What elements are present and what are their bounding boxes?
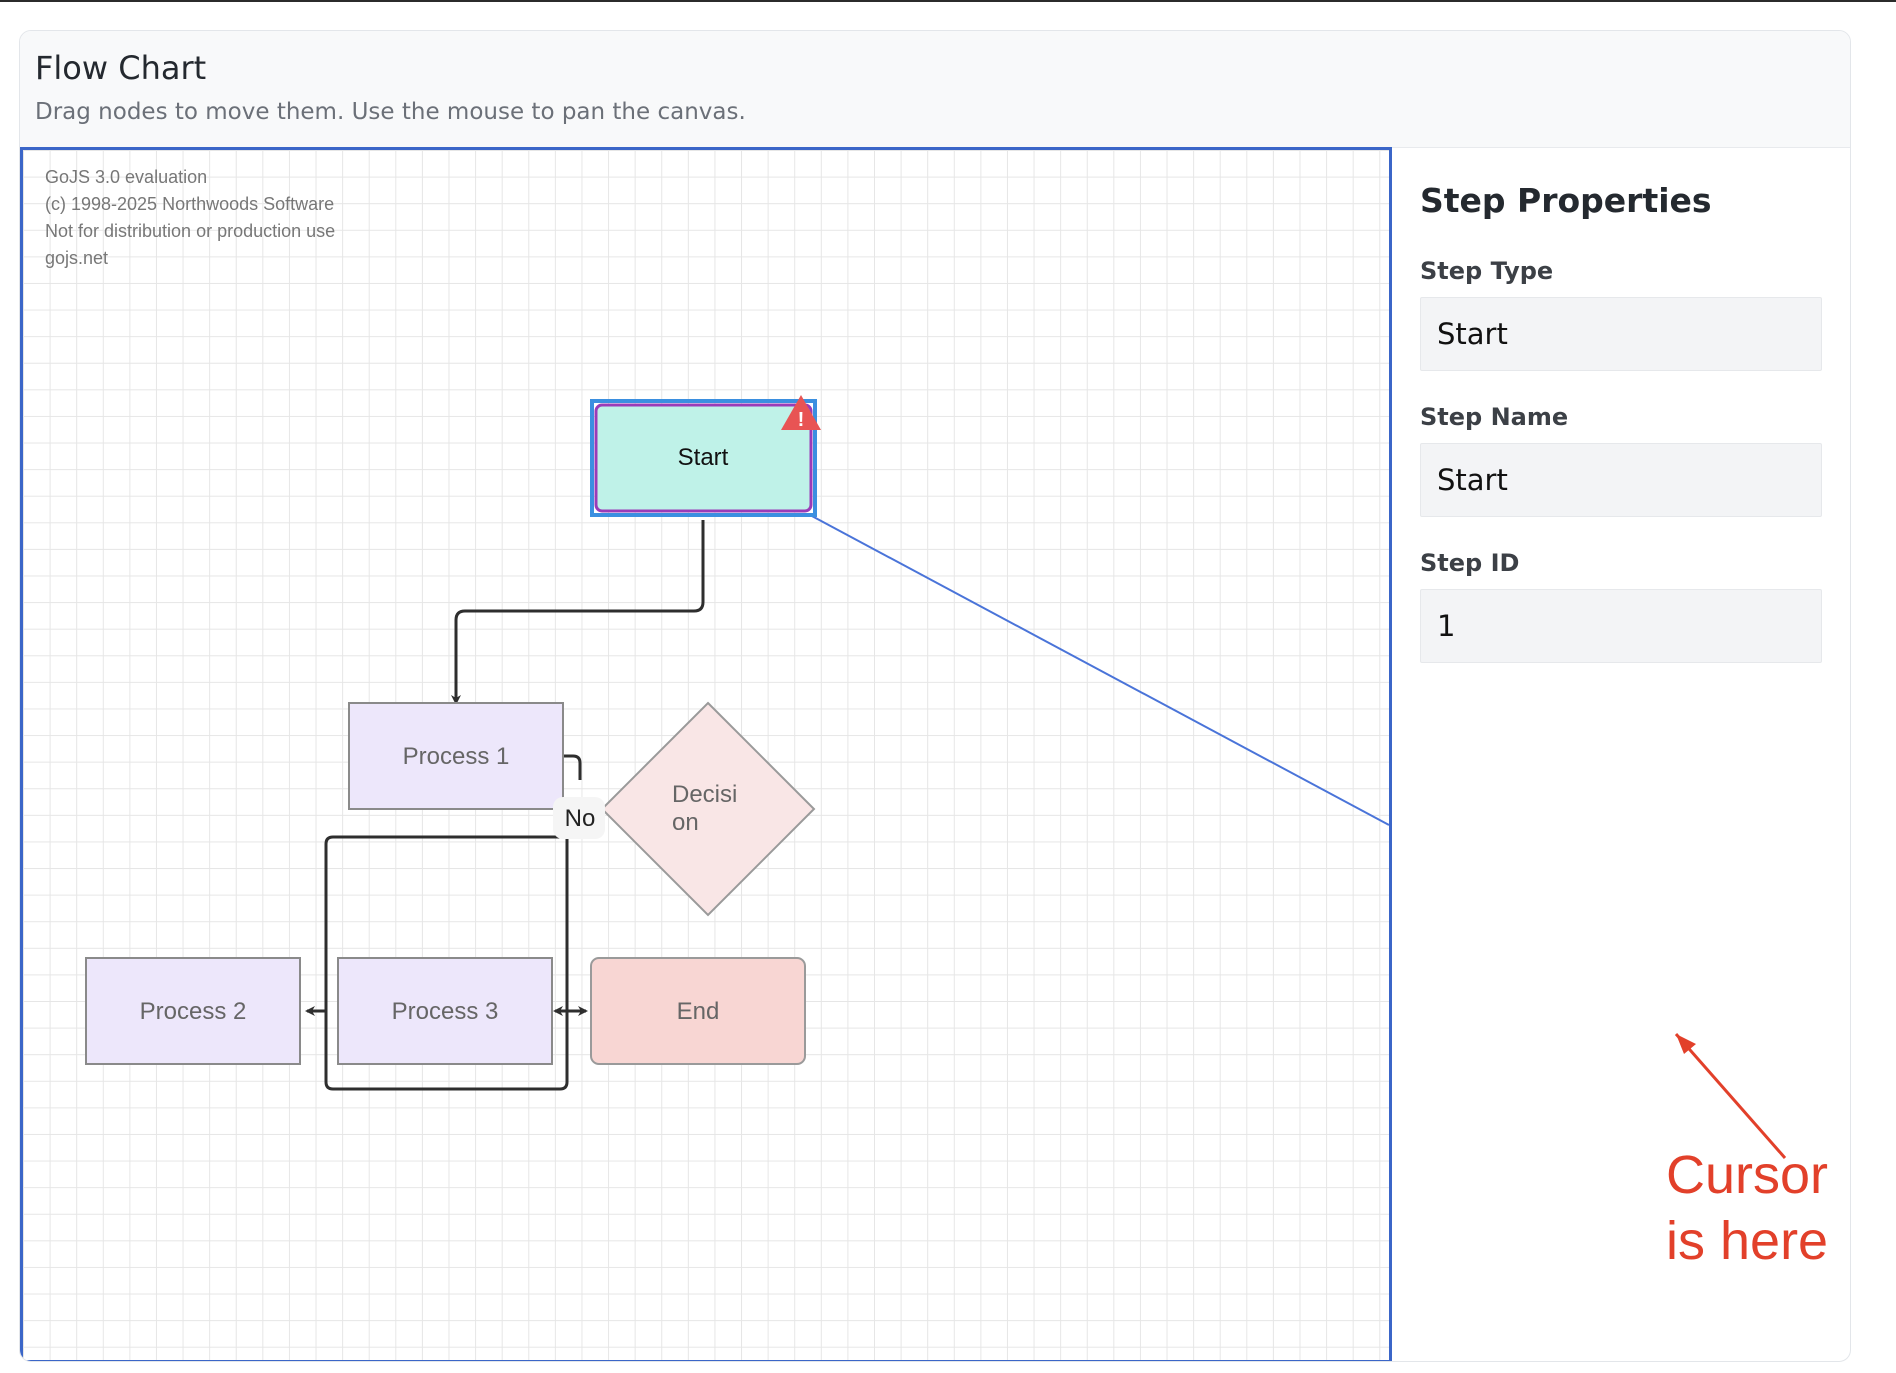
link-label-no: No [565, 805, 596, 832]
evaluation-watermark: GoJS 3.0 evaluation (c) 1998-2025 Northw… [45, 164, 335, 272]
warning-icon-mark: ! [798, 409, 805, 431]
watermark-line: GoJS 3.0 evaluation [45, 167, 208, 187]
step-properties-panel: Step Properties Step Type Start Step Nam… [1392, 147, 1850, 1361]
link-decision-process2 [305, 835, 563, 1016]
start-node-selection [590, 399, 817, 517]
link-process3-loop [324, 1011, 569, 1091]
selection-guide-line [809, 514, 1389, 826]
decision-node-label-line1: Decisi [672, 781, 737, 808]
cursor-annotation-line1: Cursor [1666, 1145, 1829, 1205]
cursor-annotation-line2: is here [1666, 1211, 1829, 1271]
decision-node-label-line2: on [672, 809, 699, 836]
link-label-no-bg [553, 797, 605, 839]
watermark-line: (c) 1998-2025 Northwoods Software [45, 194, 335, 214]
process3-node-label: Process 3 [392, 998, 499, 1025]
diagram-canvas[interactable]: GoJS 3.0 evaluation (c) 1998-2025 Northw… [20, 147, 1392, 1361]
link-decision-process3 [553, 837, 569, 1016]
link-start-process1 [451, 520, 705, 705]
process3-node[interactable] [337, 957, 553, 1065]
step-name-field[interactable]: Start [1420, 443, 1822, 517]
step-type-label: Step Type [1420, 257, 1554, 285]
cursor-pointer-arrow [1674, 1033, 1787, 1159]
flow-chart-card: Flow Chart Drag nodes to move them. Use … [19, 30, 1851, 1362]
end-node-label: End [677, 998, 720, 1025]
process2-node-label: Process 2 [140, 998, 247, 1025]
start-node[interactable] [594, 403, 813, 513]
process1-node[interactable] [348, 702, 564, 810]
card-header: Flow Chart Drag nodes to move them. Use … [20, 31, 1850, 148]
start-node-label: Start [678, 444, 729, 471]
watermark-line: gojs.net [45, 248, 109, 268]
step-type-field[interactable]: Start [1420, 297, 1822, 371]
warning-icon [781, 395, 821, 430]
step-id-label: Step ID [1420, 549, 1520, 577]
process2-node[interactable] [85, 957, 301, 1065]
link-process1-decision [563, 754, 582, 780]
diagram-drawing: Start ! Process 1 Decisi on No Process 2… [85, 395, 1389, 1091]
decision-node[interactable] [600, 701, 816, 917]
step-name-label: Step Name [1420, 403, 1569, 431]
cursor-annotation: Cursor is here [1666, 1142, 1828, 1274]
page-top-border [0, 0, 1896, 2]
end-node[interactable] [590, 957, 806, 1065]
watermark-line: Not for distribution or production use [45, 221, 336, 241]
properties-title: Step Properties [1420, 181, 1712, 220]
process1-node-label: Process 1 [403, 743, 510, 770]
page-subtitle: Drag nodes to move them. Use the mouse t… [35, 99, 746, 125]
page-title: Flow Chart [35, 49, 207, 87]
step-id-field[interactable]: 1 [1420, 589, 1822, 663]
